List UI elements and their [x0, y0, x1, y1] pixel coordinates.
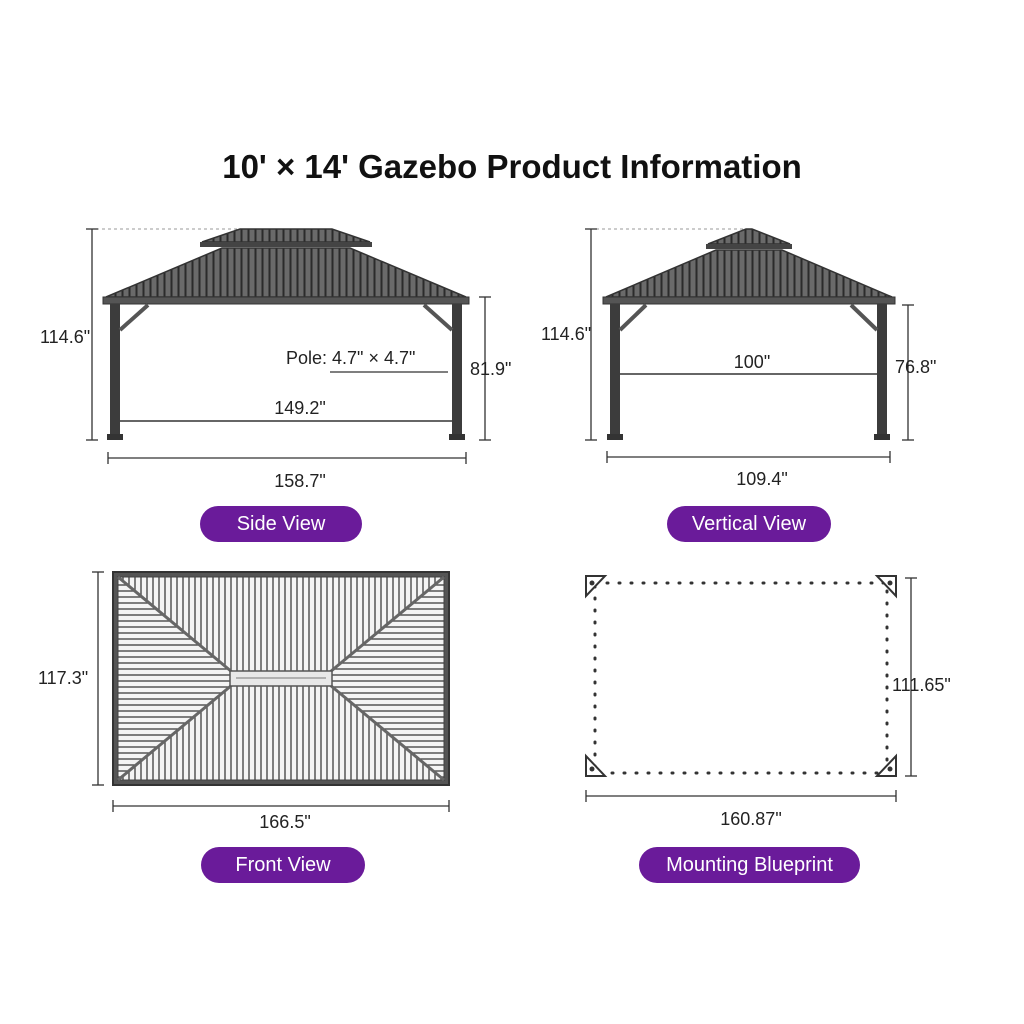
vertical-view-height-eave: 76.8" — [895, 357, 936, 377]
side-view-height-eave: 81.9" — [470, 359, 511, 379]
mounting-blueprint-drawing — [585, 575, 917, 802]
side-view-outer-span: 158.7" — [274, 471, 325, 491]
side-view-height-total: 114.6" — [40, 327, 90, 347]
side-view-pole-size: Pole: 4.7" × 4.7" — [286, 348, 415, 368]
vertical-view-height-total: 114.6" — [541, 324, 591, 344]
front-view-width: 166.5" — [259, 812, 310, 832]
mounting-blueprint-depth: 111.65" — [892, 675, 951, 695]
vertical-view-right-post — [877, 304, 887, 440]
side-view-roof — [105, 247, 467, 298]
side-view-roof-cap — [201, 228, 371, 243]
front-view-label: Front View — [201, 847, 365, 883]
front-view-drawing — [92, 571, 450, 812]
vertical-view-roof — [605, 249, 893, 298]
vertical-view-drawing — [585, 228, 914, 463]
front-view-depth: 117.3" — [38, 668, 88, 688]
vertical-view-inner-span: 100" — [734, 352, 770, 372]
vertical-view-left-post — [610, 304, 620, 440]
side-view-label: Side View — [200, 506, 362, 542]
mounting-bracket-top-right — [874, 575, 897, 599]
mounting-bracket-top-left — [585, 575, 608, 599]
vertical-view-label: Vertical View — [667, 506, 831, 542]
mounting-blueprint-label: Mounting Blueprint — [639, 847, 860, 883]
mounting-blueprint-outline — [593, 581, 889, 775]
side-view-drawing — [86, 228, 491, 464]
mounting-bracket-bottom-left — [585, 753, 608, 777]
side-view-inner-span: 149.2" — [274, 398, 325, 418]
mounting-bracket-bottom-right — [874, 753, 897, 777]
vertical-view-roof-cap — [707, 228, 791, 245]
vertical-view-outer-span: 109.4" — [736, 469, 787, 489]
page-title: 10' × 14' Gazebo Product Information — [222, 148, 802, 185]
mounting-blueprint-width: 160.87" — [720, 809, 781, 829]
side-view-right-post — [452, 304, 462, 440]
side-view-left-post — [110, 304, 120, 440]
